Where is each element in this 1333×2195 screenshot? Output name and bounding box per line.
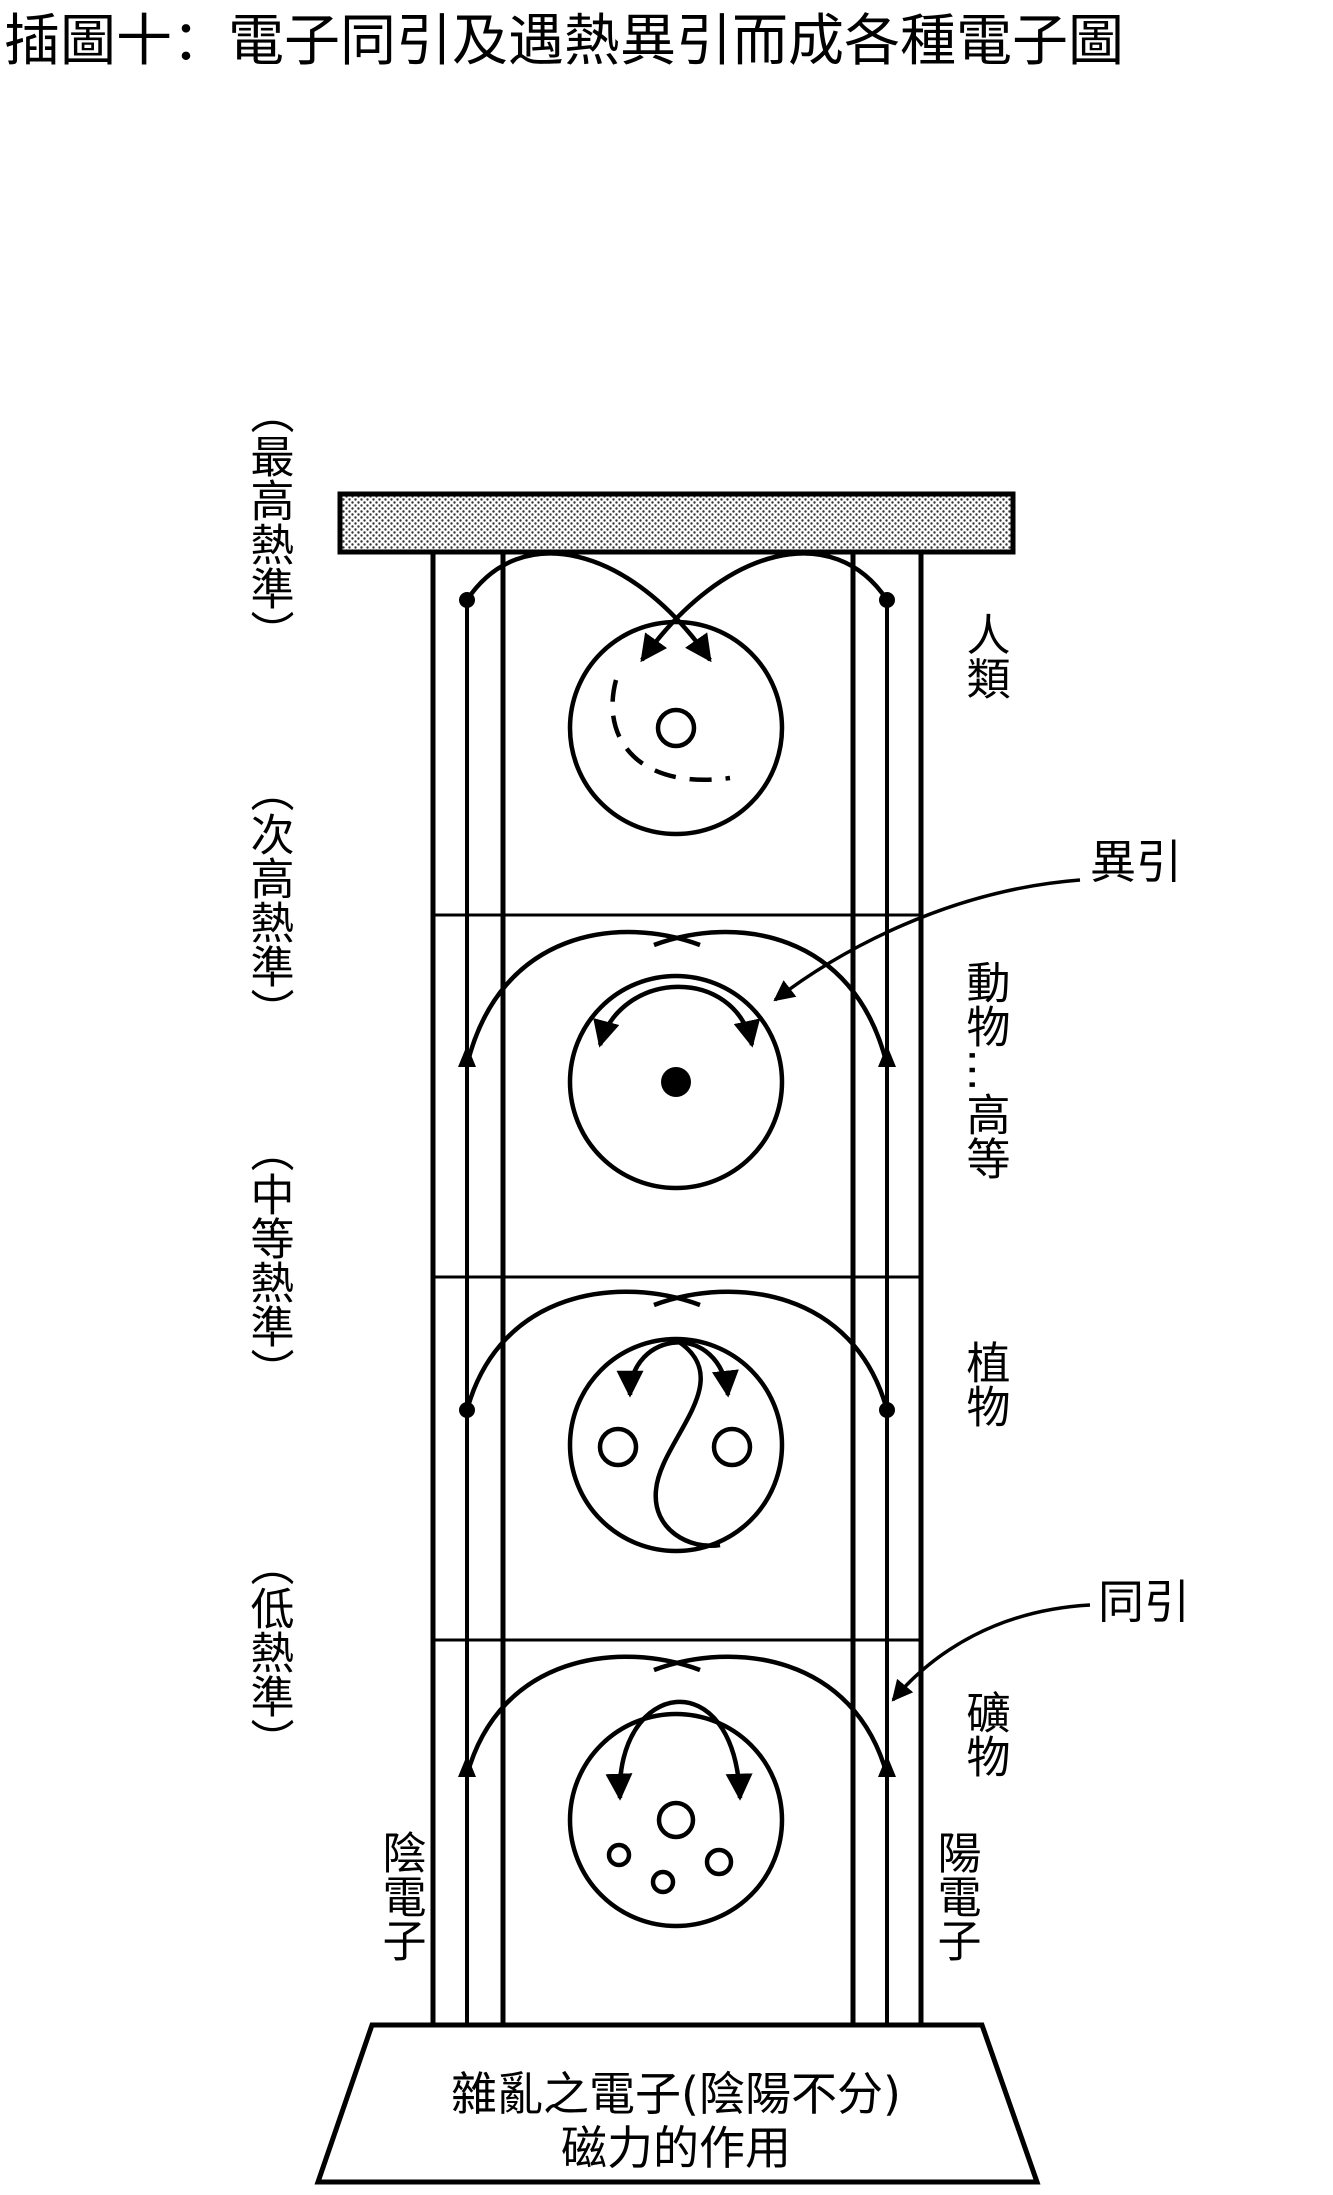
inner-rails	[465, 600, 889, 2025]
base-line-2: 磁力的作用	[561, 2121, 791, 2175]
circle-mineral	[567, 1699, 785, 1929]
positive-electron-label: 陽電子	[930, 1830, 981, 1962]
base-line-1: 雜亂之電子(陰陽不分)	[451, 2067, 901, 2121]
organism-human: 人類	[959, 612, 1010, 700]
organism-animal: 動物…高等	[959, 960, 1010, 1180]
rails	[430, 552, 924, 2025]
circle-plant	[567, 1336, 785, 1554]
field-arcs	[464, 551, 890, 1776]
rail-dots	[459, 592, 895, 1418]
heat-level-1: （最高熱準）	[243, 390, 294, 654]
annotation-arrows	[773, 878, 1091, 1702]
rail-arrows	[458, 1045, 896, 1777]
heat-level-3: （中等熱準）	[243, 1128, 294, 1392]
diagram-title: 插圖十：電子同引及遇熱異引而成各種電子圖	[4, 9, 1124, 74]
level-dividers	[433, 913, 921, 1642]
nucleus-solid	[661, 1067, 691, 1097]
base-trapezoid	[314, 2022, 1041, 2185]
heat-level-2: （次高熱準）	[243, 768, 294, 1032]
circle-human	[567, 619, 785, 837]
organism-mineral: 礦物	[959, 1690, 1010, 1778]
heat-level-4: （低熱準）	[243, 1542, 295, 1762]
attraction-label: 同引	[1098, 1575, 1190, 1629]
organism-plant: 植物	[959, 1340, 1010, 1428]
repulsion-label: 異引	[1090, 835, 1182, 889]
top-plate	[337, 491, 1016, 555]
circle-animal	[567, 973, 785, 1191]
negative-electron-label: 陰電子	[375, 1830, 426, 1962]
